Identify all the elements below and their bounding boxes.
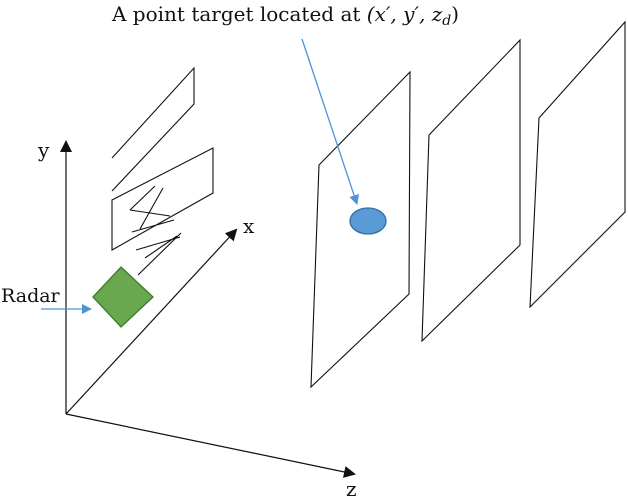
target-plane-3	[529, 20, 626, 309]
radar-ray-lines	[129, 185, 182, 276]
radar-label: Radar	[1, 285, 61, 307]
y-axis-label: y	[37, 138, 50, 162]
x-axis-label: x	[243, 214, 255, 238]
target-description-label: A point target located at (x′, y′, zd)	[111, 2, 459, 29]
z-axis-line	[65, 413, 356, 478]
target-coordinate-close: )	[451, 2, 459, 26]
x-axis-line	[65, 228, 238, 415]
antenna-plane-lower	[111, 147, 214, 251]
point-target-icon	[349, 207, 387, 235]
radar-icon	[92, 266, 154, 328]
antenna-plane-upper	[111, 66, 195, 192]
target-coordinates: (x′, y′, z	[367, 2, 443, 26]
target-plane-2	[421, 38, 521, 343]
z-axis-label: z	[346, 477, 357, 500]
target-plane-1	[310, 70, 411, 389]
target-coordinate-subscript: d	[442, 13, 451, 29]
target-pointer-arrow	[301, 38, 359, 205]
target-description-prefix: A point target located at	[111, 2, 367, 26]
